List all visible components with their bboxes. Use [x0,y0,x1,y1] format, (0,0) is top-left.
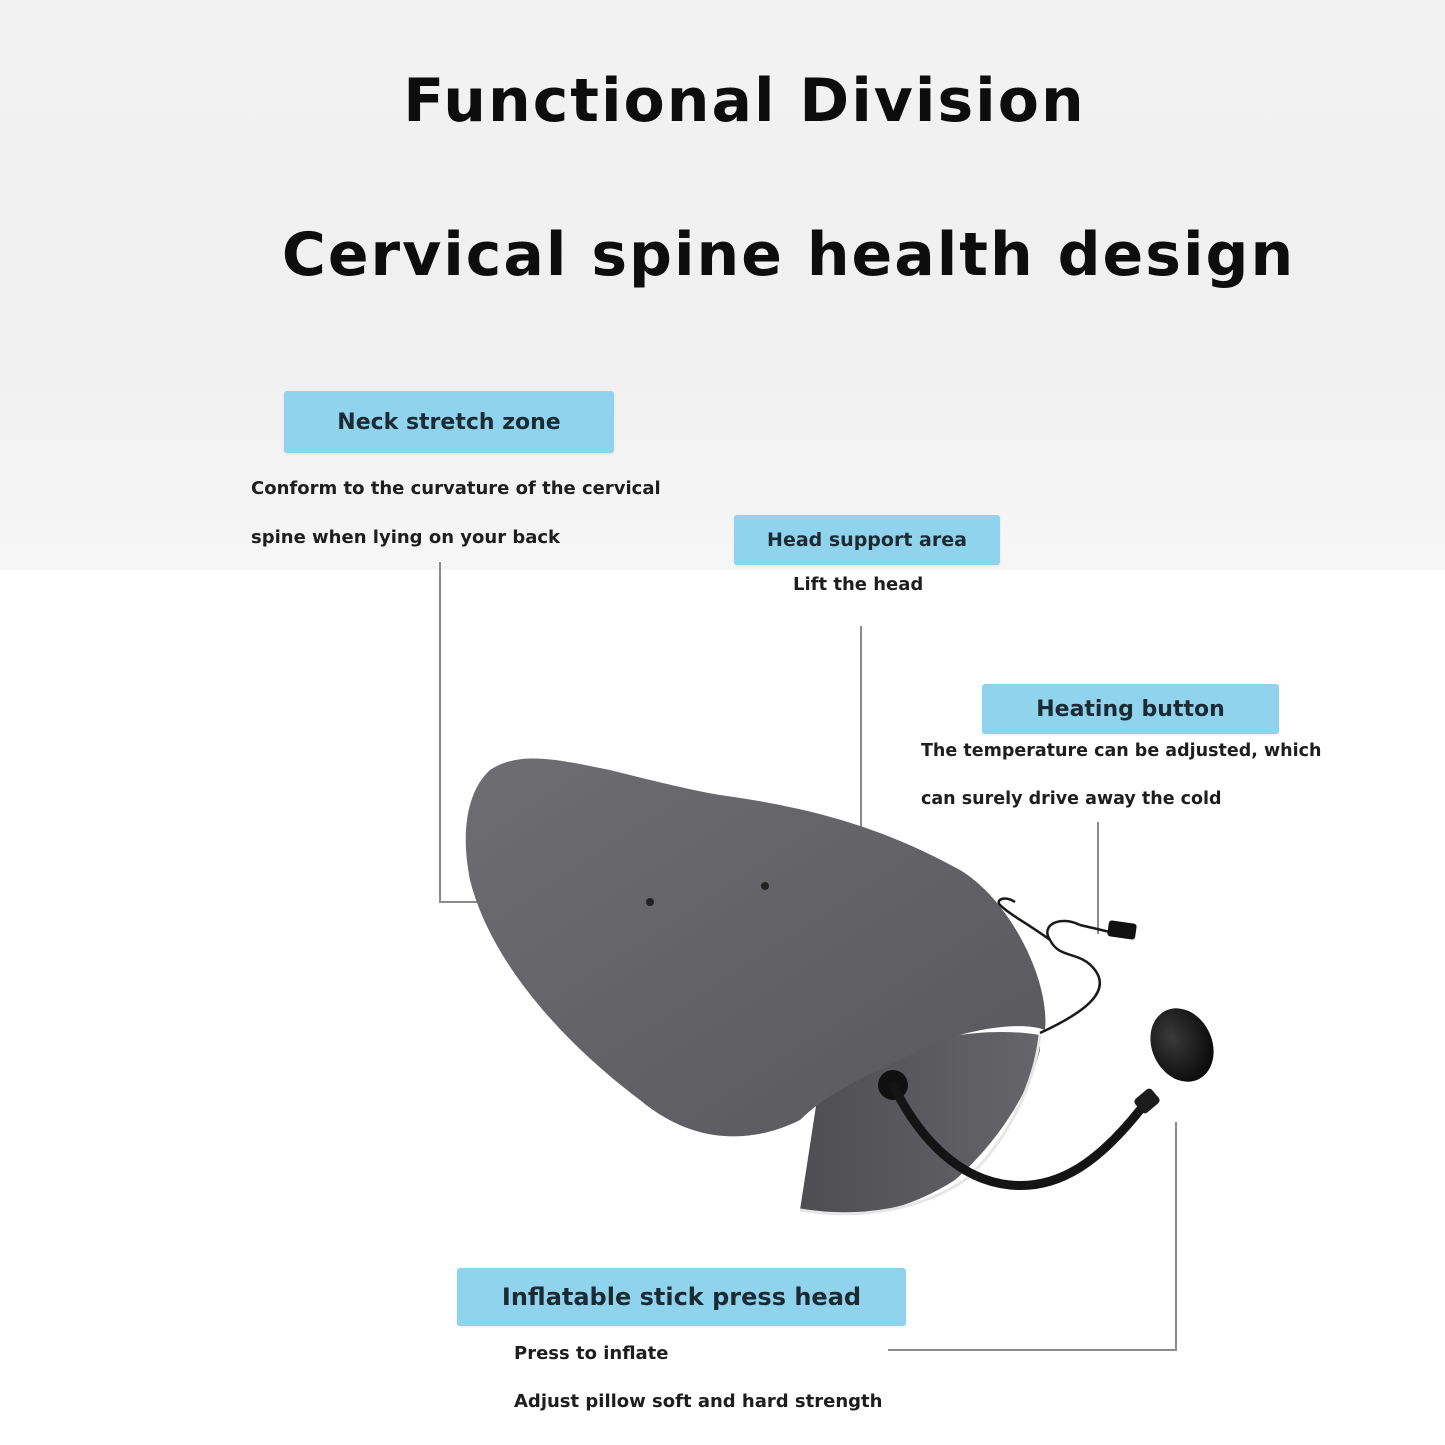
heat-desc-line-1: The temperature can be adjusted, which [921,741,1322,761]
neck-stretch-zone-label: Neck stretch zone [284,391,614,453]
top-background [0,0,1445,570]
inflation-bulb [1150,1008,1214,1082]
inflate-desc-line-2: Adjust pillow soft and hard strength [514,1391,883,1412]
neck-desc-line-1: Conform to the curvature of the cervical [251,478,661,499]
neck-marker-dot [646,898,654,906]
inflatable-stick-press-head-label: Inflatable stick press head [457,1268,906,1326]
inflate-leader-line [888,1122,1177,1351]
inflation-hose [888,1080,1145,1191]
pillow-edge-highlight [799,1034,1042,1216]
subtitle: Cervical spine health design [281,220,1296,290]
heating-button-label: Heating button [982,684,1279,734]
head-marker-dot [761,882,769,890]
usb-plug [1107,920,1137,940]
hose-collar [1134,1088,1160,1114]
heat-desc-line-2: can surely drive away the cold [921,789,1222,809]
inflation-assembly [888,1008,1214,1191]
neck-desc-line-2: spine when lying on your back [251,527,561,548]
usb-cable [997,897,1111,1035]
pillow-top [465,758,1046,1137]
inflate-desc-line-1: Press to inflate [514,1343,669,1364]
head-desc-line-1: Lift the head [793,574,924,595]
main-title: Functional Division [403,66,1086,136]
head-support-area-label: Head support area [734,515,1000,565]
pillow [465,758,1046,1216]
